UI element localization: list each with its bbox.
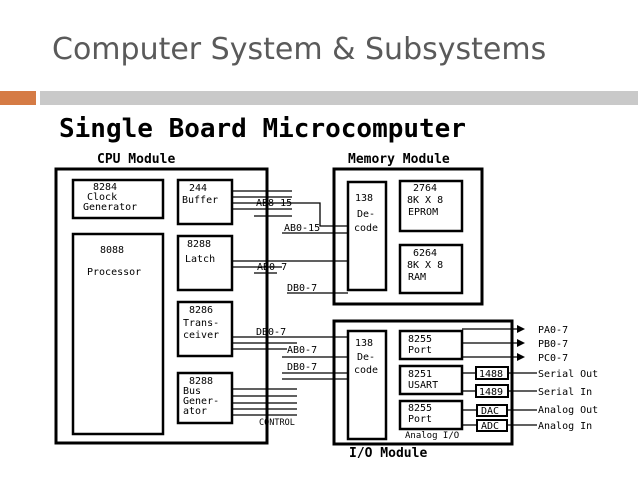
svg-text:8255 Port: 8255 Port xyxy=(408,403,438,425)
svg-text:8288 Latch: 8288 Latch xyxy=(185,239,217,265)
svg-text:244 Buffer: 244 Buffer xyxy=(182,183,218,206)
busgen-line2: Gener- xyxy=(183,396,219,407)
output-pb0-7: PB0-7 xyxy=(538,339,568,350)
processor-block: 8088 Processor xyxy=(71,232,165,436)
arrow-heads xyxy=(517,325,525,361)
buffer-block: 244 Buffer xyxy=(176,178,234,226)
mem-decode-line2: code xyxy=(354,223,378,234)
output-analog-out: Analog Out xyxy=(538,405,598,416)
svg-text:8286 Trans- ceiver: 8286 Trans- ceiver xyxy=(183,305,225,341)
adc-label: ADC xyxy=(481,421,499,432)
mem-decode-chip-id: 138 xyxy=(355,193,373,204)
svg-text:2764 8K X 8 EPROM: 2764 8K X 8 EPROM xyxy=(407,183,449,218)
buffer-label: Buffer xyxy=(182,195,218,206)
bus-generator-block: 8288 Bus Gener- ator xyxy=(176,371,234,425)
output-analog-in: Analog In xyxy=(538,421,592,432)
latch-label: Latch xyxy=(185,254,215,265)
svg-text:8284 Clock Generat: 8284 Clock Generator xyxy=(83,182,137,213)
signal-db0-7-mem: DB0-7 xyxy=(287,283,317,294)
usart-chip-id: 8251 xyxy=(408,369,432,380)
signal-ab0-7-io: AB0-7 xyxy=(287,345,317,356)
port1-label: Port xyxy=(408,345,432,356)
title-rule xyxy=(40,91,638,105)
single-board-microcomputer-diagram: Single Board Microcomputer CPU Module 82… xyxy=(37,111,599,467)
usart-block: 8251 USART xyxy=(398,364,464,396)
accent-bar xyxy=(0,91,36,105)
eprom-block: 2764 8K X 8 EPROM xyxy=(398,179,464,233)
svg-text:8255 Port: 8255 Port xyxy=(408,334,438,356)
port2-label: Port xyxy=(408,414,432,425)
output-pa0-7: PA0-7 xyxy=(538,325,568,336)
eprom-chip-id: 2764 xyxy=(413,183,437,194)
port2-chip-id: 8255 xyxy=(408,403,432,414)
io-decode-line2: code xyxy=(354,365,378,376)
bus-lines xyxy=(232,190,537,426)
output-pc0-7: PC0-7 xyxy=(538,353,568,364)
chip-1489-label: 1489 xyxy=(479,387,503,398)
signal-db0-7-cpu: DB0-7 xyxy=(256,327,286,338)
usart-label: USART xyxy=(408,380,438,391)
memory-decode-block: 138 De- code xyxy=(346,180,388,292)
transceiver-block: 8286 Trans- ceiver xyxy=(176,300,234,358)
port1-block: 8255 Port xyxy=(398,329,464,361)
signal-ab0-15: AB0-15 xyxy=(284,223,320,234)
clock-line2: Generator xyxy=(83,202,137,213)
analog-io-label: Analog I/O xyxy=(405,431,459,441)
eprom-label: EPROM xyxy=(408,207,438,218)
cpu-module-label: CPU Module xyxy=(97,152,175,167)
svg-text:6264 8K X 8 RAM: 6264 8K X 8 RAM xyxy=(407,248,449,283)
slide-title: Computer System & Subsystems xyxy=(52,32,547,67)
ram-label: RAM xyxy=(408,272,426,283)
port2-block: 8255 Port xyxy=(398,399,464,431)
io-module-label: I/O Module xyxy=(349,446,427,461)
chip-1488-label: 1488 xyxy=(479,369,503,380)
latch-chip-id: 8288 xyxy=(187,239,211,250)
ram-size: 8K X 8 xyxy=(407,260,443,271)
transceiver-chip-id: 8286 xyxy=(189,305,213,316)
port1-chip-id: 8255 xyxy=(408,334,432,345)
dac-label: DAC xyxy=(481,406,499,417)
output-serial-in: Serial In xyxy=(538,387,592,398)
signal-ab8-15: AB8-15 xyxy=(256,198,292,209)
busgen-line3: ator xyxy=(183,406,207,417)
memory-module-box xyxy=(332,167,484,306)
io-decode-line1: De- xyxy=(357,352,375,363)
io-decode-chip-id: 138 xyxy=(355,338,373,349)
cpu-module-box xyxy=(54,167,269,445)
eprom-size: 8K X 8 xyxy=(407,195,443,206)
svg-text:8088 Processor: 8088 Processor xyxy=(87,245,141,278)
output-serial-out: Serial Out xyxy=(538,369,598,380)
transceiver-line2: ceiver xyxy=(183,330,219,341)
signal-ab0-7-mem: AB0-7 xyxy=(257,262,287,273)
svg-text:138 De- code: 138 De- code xyxy=(354,338,381,376)
clock-generator-block: 8284 Clock Generator xyxy=(71,178,165,220)
ram-block: 6264 8K X 8 RAM xyxy=(398,243,464,295)
latch-block: 8288 Latch xyxy=(176,234,234,292)
busgen-chip-id: 8288 xyxy=(189,376,213,387)
io-module-box xyxy=(332,319,514,446)
svg-text:138 De- code: 138 De- code xyxy=(354,193,381,234)
signal-control: CONTROL xyxy=(259,418,295,428)
diagram-title: Single Board Microcomputer xyxy=(59,114,466,144)
ram-chip-id: 6264 xyxy=(413,248,437,259)
transceiver-line1: Trans- xyxy=(183,318,219,329)
processor-chip-id: 8088 xyxy=(100,245,124,256)
signal-db0-7-io: DB0-7 xyxy=(287,362,317,373)
svg-text:8288 Bus Gener-: 8288 Bus Gener- ator xyxy=(183,376,225,417)
processor-label: Processor xyxy=(87,267,141,278)
busgen-line1: Bus xyxy=(183,386,201,397)
svg-text:8251 USART: 8251 USART xyxy=(408,369,438,391)
clock-line1: Clock xyxy=(87,192,117,203)
io-decode-block: 138 De- code xyxy=(346,329,388,441)
mem-decode-line1: De- xyxy=(357,209,375,220)
memory-module-label: Memory Module xyxy=(348,152,450,167)
clock-chip-id: 8284 xyxy=(93,182,117,193)
buffer-chip-id: 244 xyxy=(189,183,207,194)
